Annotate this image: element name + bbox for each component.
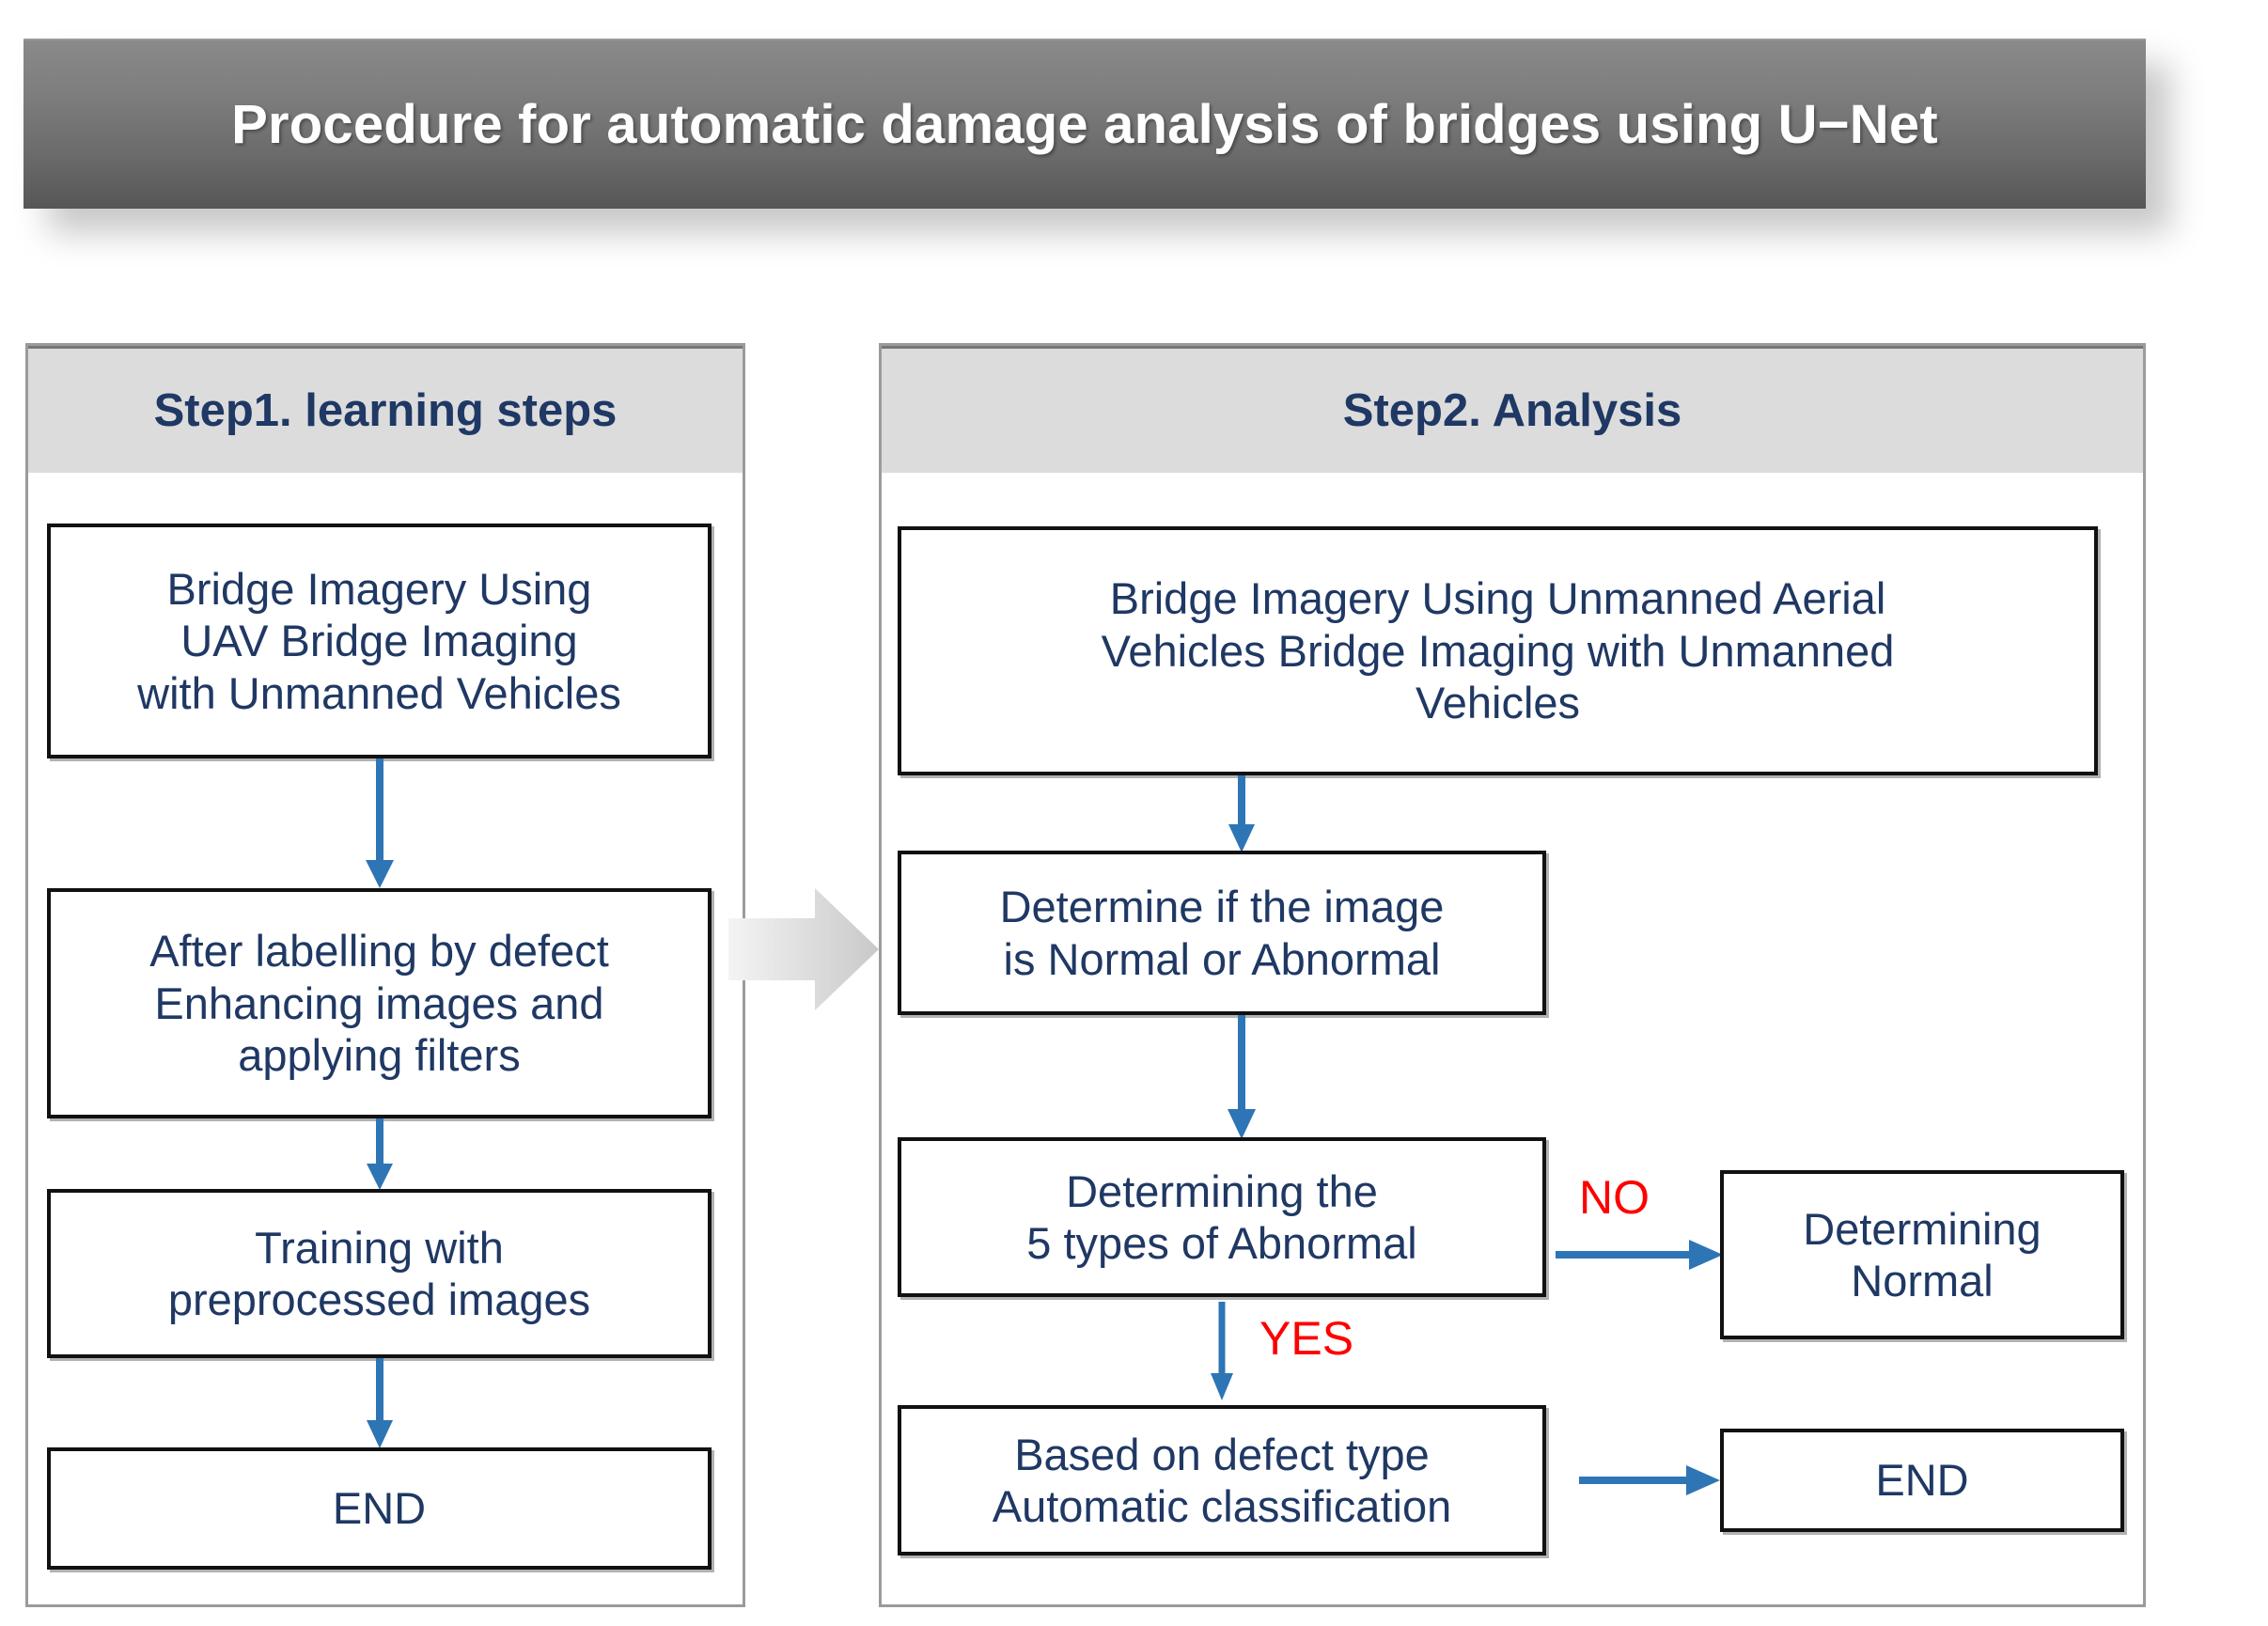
flow-box-training-preprocessed[interactable]: Training with preprocessed images	[47, 1189, 712, 1358]
flow-box-label: Based on defect type Automatic classific…	[992, 1429, 1452, 1531]
flow-box-bridge-imagery-unmanned-aerial[interactable]: Bridge Imagery Using Unmanned Aerial Veh…	[898, 526, 2098, 775]
arrow-down-icon	[360, 1118, 399, 1190]
flow-box-end-step2[interactable]: END	[1720, 1429, 2124, 1532]
flow-box-label: Determine if the image is Normal or Abno…	[999, 882, 1445, 984]
flow-box-label: END	[332, 1483, 427, 1534]
panel-step1-header: Step1. learning steps	[28, 346, 743, 473]
flow-box-label: END	[1875, 1455, 1969, 1506]
decision-label-yes: YES	[1259, 1312, 1354, 1365]
flow-box-determine-normal-abnormal[interactable]: Determine if the image is Normal or Abno…	[898, 851, 1546, 1015]
arrow-down-icon	[360, 758, 399, 888]
flow-box-based-on-defect-type[interactable]: Based on defect type Automatic classific…	[898, 1405, 1546, 1556]
decision-label-no: NO	[1579, 1171, 1650, 1224]
block-arrow-right-icon	[728, 879, 879, 1020]
title-banner: Procedure for automatic damage analysis …	[23, 39, 2146, 209]
panel-step2-header-label: Step2. Analysis	[1342, 385, 1682, 436]
flow-box-label: After labelling by defect Enhancing imag…	[149, 926, 609, 1081]
panel-step1-header-label: Step1. learning steps	[153, 385, 618, 436]
flow-box-determining-5-types-abnormal[interactable]: Determining the 5 types of Abnormal	[898, 1137, 1546, 1297]
flow-box-label: Determining Normal	[1803, 1203, 2041, 1305]
flow-box-determining-normal[interactable]: Determining Normal	[1720, 1170, 2124, 1339]
flow-box-label: Training with preprocessed images	[167, 1222, 591, 1324]
arrow-down-icon	[1222, 1015, 1261, 1139]
flow-box-bridge-imagery-uav[interactable]: Bridge Imagery Using UAV Bridge Imaging …	[47, 524, 712, 758]
arrow-right-icon	[1579, 1462, 1720, 1499]
flow-box-labelling-enhancing[interactable]: After labelling by defect Enhancing imag…	[47, 888, 712, 1118]
flow-box-label: Bridge Imagery Using Unmanned Aerial Veh…	[1101, 573, 1895, 728]
arrow-down-icon	[1205, 1302, 1239, 1400]
arrow-down-icon	[360, 1358, 399, 1448]
flow-box-label: Bridge Imagery Using UAV Bridge Imaging …	[137, 563, 621, 718]
arrow-down-icon	[1222, 775, 1261, 852]
flow-box-end-step1[interactable]: END	[47, 1447, 712, 1570]
page-title: Procedure for automatic damage analysis …	[231, 94, 1938, 155]
flow-box-label: Determining the 5 types of Abnormal	[1026, 1165, 1417, 1268]
arrow-right-icon	[1556, 1236, 1723, 1274]
panel-step2-header: Step2. Analysis	[882, 346, 2143, 473]
